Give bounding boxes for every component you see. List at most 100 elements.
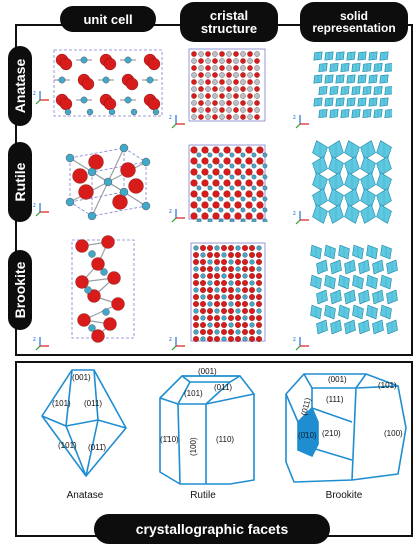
oxygen-atom [256,280,262,286]
oxygen-atom [207,252,213,258]
titanium-atom [249,280,255,286]
titanium-atom [240,218,246,222]
titanium-atom [214,245,220,251]
oxygen-atom [198,114,204,120]
oxygen-atom [233,93,239,99]
header-unit-cell: unit cell [60,6,156,32]
titanium-atom [228,259,234,265]
header-solid-line2: representation [312,21,396,35]
oxygen-atom [221,266,227,272]
oxygen-atom [235,336,241,342]
brookite-facet-001: (001) [328,375,347,384]
titanium-atom [207,280,213,286]
anatase-facet-011: (011) [84,399,102,408]
oxygen-atom [103,317,117,331]
oxygen-atom [207,245,213,251]
oxygen-atom [207,287,213,293]
ti-o-octahedron [384,63,392,73]
oxygen-atom [249,336,255,342]
oxygen-atom [256,252,262,258]
titanium-atom [233,100,239,106]
rutile-facet-011: (011) [214,383,232,392]
titanium-atom [251,163,257,169]
titanium-atom [207,301,213,307]
oxygen-atom [212,157,220,165]
oxygen-atom [256,201,264,209]
titanium-atom [254,93,260,99]
oxygen-atom [242,259,248,265]
titanium-atom [229,185,235,191]
oxygen-atom [214,294,220,300]
titanium-atom [88,250,96,258]
oxygen-atom [249,287,255,293]
titanium-atom [240,107,246,113]
oxygen-atom [235,273,241,279]
titanium-atom [196,207,202,213]
oxygen-atom [235,315,241,321]
titanium-atom [214,266,220,272]
oxygen-atom [247,51,253,57]
titanium-atom [84,286,92,294]
titanium-atom [229,174,235,180]
titanium-atom [200,294,206,300]
oxygen-atom [226,100,232,106]
oxygen-atom [212,201,220,209]
titanium-atom [235,266,241,272]
oxygen-atom [205,93,211,99]
titanium-atom [200,273,206,279]
oxygen-atom [101,235,115,249]
oxygen-atom [214,336,220,342]
titanium-atom [119,143,129,153]
facets-title: crystallographic facets [94,514,330,544]
titanium-atom [205,58,211,64]
oxygen-atom [256,146,264,154]
oxygen-atom [249,294,255,300]
oxygen-atom [219,93,225,99]
oxygen-atom [212,58,218,64]
titanium-atom [221,294,227,300]
oxygen-atom [191,107,197,113]
titanium-atom [251,174,257,180]
titanium-atom [218,218,224,222]
titanium-atom [212,65,218,71]
oxygen-atom [207,336,213,342]
titanium-atom [233,114,239,120]
oxygen-atom [233,65,239,71]
anatase-crystal-structure-image [188,48,266,122]
titanium-atom [233,58,239,64]
oxygen-atom [191,51,197,57]
oxygen-atom [190,212,198,220]
oxygen-atom [226,72,232,78]
titanium-atom [196,185,202,191]
oxygen-atom [201,168,209,176]
oxygen-atom [193,280,199,286]
titanium-atom [256,266,262,272]
titanium-atom [124,96,132,104]
y-axis-arrow [295,345,301,351]
row-label-rutile: Rutile [8,142,32,222]
oxygen-atom [191,93,197,99]
rutile-facet-001: (001) [198,367,217,376]
anatase-solid-representation-image [313,51,392,119]
titanium-atom [207,174,213,180]
oxygen-atom [254,114,260,120]
y-axis-arrow [295,123,301,129]
oxygen-atom [256,157,264,165]
titanium-atom [235,329,241,335]
titanium-atom [65,153,75,163]
oxygen-atom [221,287,227,293]
titanium-atom [240,79,246,85]
titanium-atom [226,107,232,113]
titanium-atom [256,329,262,335]
oxygen-atom [214,259,220,265]
oxygen-atom [228,266,234,272]
oxygen-atom [228,315,234,321]
titanium-atom [247,72,253,78]
oxygen-atom [234,157,242,165]
oxygen-atom [245,168,253,176]
titanium-atom [198,107,204,113]
titanium-atom [240,51,246,57]
titanium-atom [228,322,234,328]
titanium-atom [242,315,248,321]
